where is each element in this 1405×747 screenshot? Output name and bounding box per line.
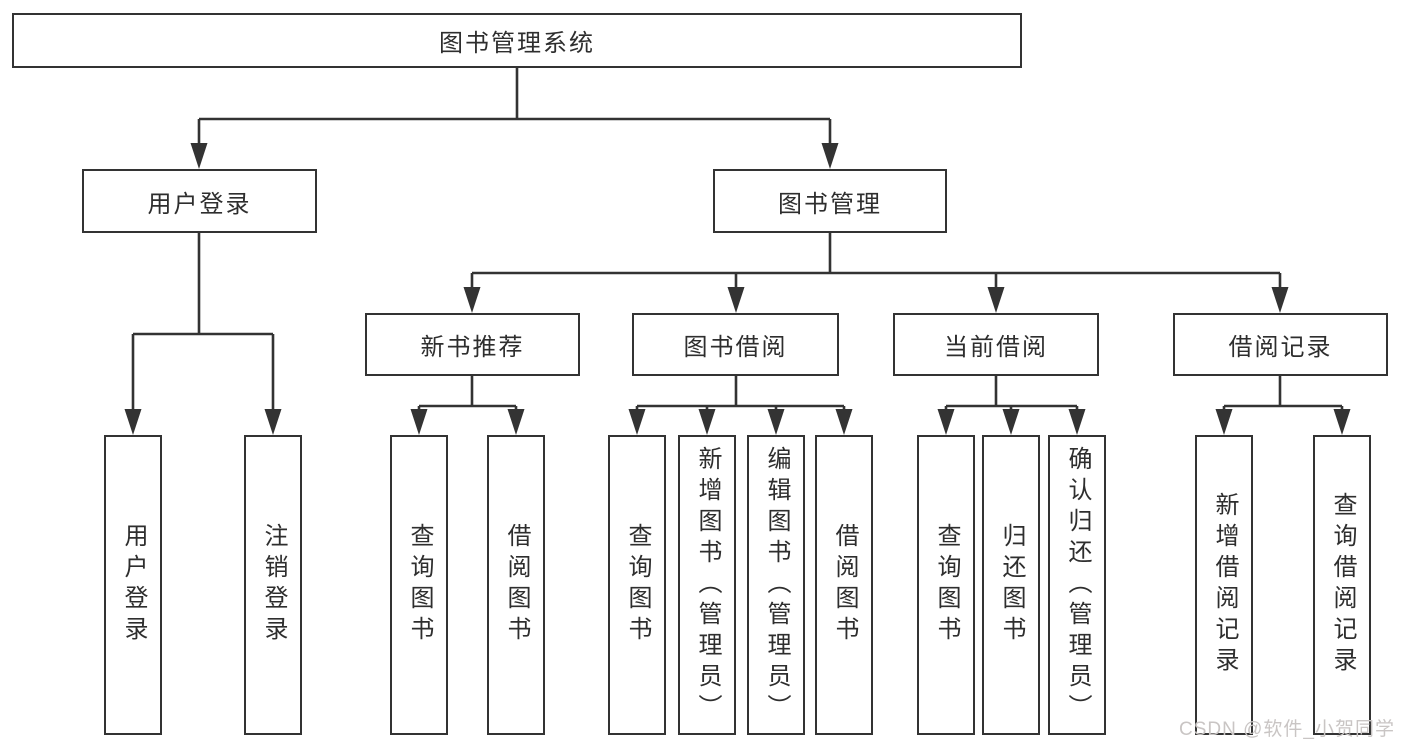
leaf-borrow-edit-books-admin: 编辑图书（管理员） [747, 435, 805, 735]
node-label: 当前借阅 [944, 334, 1048, 361]
leaf-current-confirm-return-admin: 确认归还（管理员） [1048, 435, 1106, 735]
leaf-logout-login: 注销登录 [244, 435, 302, 735]
csdn-watermark: CSDN @软件_小贺同学 [1179, 719, 1395, 740]
leaf-recommend-query-books: 查询图书 [390, 435, 448, 735]
leaf-borrow-add-books-admin: 新增图书（管理员） [678, 435, 736, 735]
leaf-current-query-books: 查询图书 [917, 435, 975, 735]
node-borrow-records: 借阅记录 [1173, 313, 1388, 376]
node-label: 新增借阅记录 [1211, 492, 1238, 678]
node-current-borrow: 当前借阅 [893, 313, 1099, 376]
leaf-current-return-books: 归还图书 [982, 435, 1040, 735]
node-book-management: 图书管理 [713, 169, 947, 233]
node-label: 查询图书 [406, 523, 433, 647]
leaf-record-query-borrow-record: 查询借阅记录 [1313, 435, 1371, 735]
node-root-system: 图书管理系统 [12, 13, 1022, 68]
node-label: 用户登录 [120, 523, 147, 647]
node-label: 借阅记录 [1228, 334, 1333, 361]
leaf-borrow-query-books: 查询图书 [608, 435, 666, 735]
node-label: 借阅图书 [831, 523, 858, 647]
node-label: 用户登录 [147, 190, 252, 218]
arrowheads [124, 143, 1351, 435]
node-label: 图书管理 [778, 190, 882, 218]
node-new-book-recommend: 新书推荐 [365, 313, 580, 376]
node-label: 注销登录 [260, 523, 287, 647]
node-book-borrow: 图书借阅 [632, 313, 839, 376]
node-label: 查询图书 [933, 523, 960, 647]
leaf-record-add-borrow-record: 新增借阅记录 [1195, 435, 1253, 735]
node-label: 借阅图书 [503, 523, 530, 647]
leaf-borrow-borrow-books: 借阅图书 [815, 435, 873, 735]
node-label: 确认归还（管理员） [1064, 445, 1091, 725]
node-label: 新增图书（管理员） [694, 445, 721, 725]
node-label: 编辑图书（管理员） [763, 445, 790, 725]
node-label: 图书借阅 [683, 334, 788, 361]
node-user-login-group: 用户登录 [82, 169, 317, 233]
node-label: 图书管理系统 [439, 30, 595, 57]
node-label: 归还图书 [998, 523, 1025, 647]
node-label: 查询图书 [624, 523, 651, 647]
leaf-user-login: 用户登录 [104, 435, 162, 735]
node-label: 新书推荐 [420, 334, 525, 361]
leaf-recommend-borrow-books: 借阅图书 [487, 435, 545, 735]
node-label: 查询借阅记录 [1329, 492, 1356, 678]
